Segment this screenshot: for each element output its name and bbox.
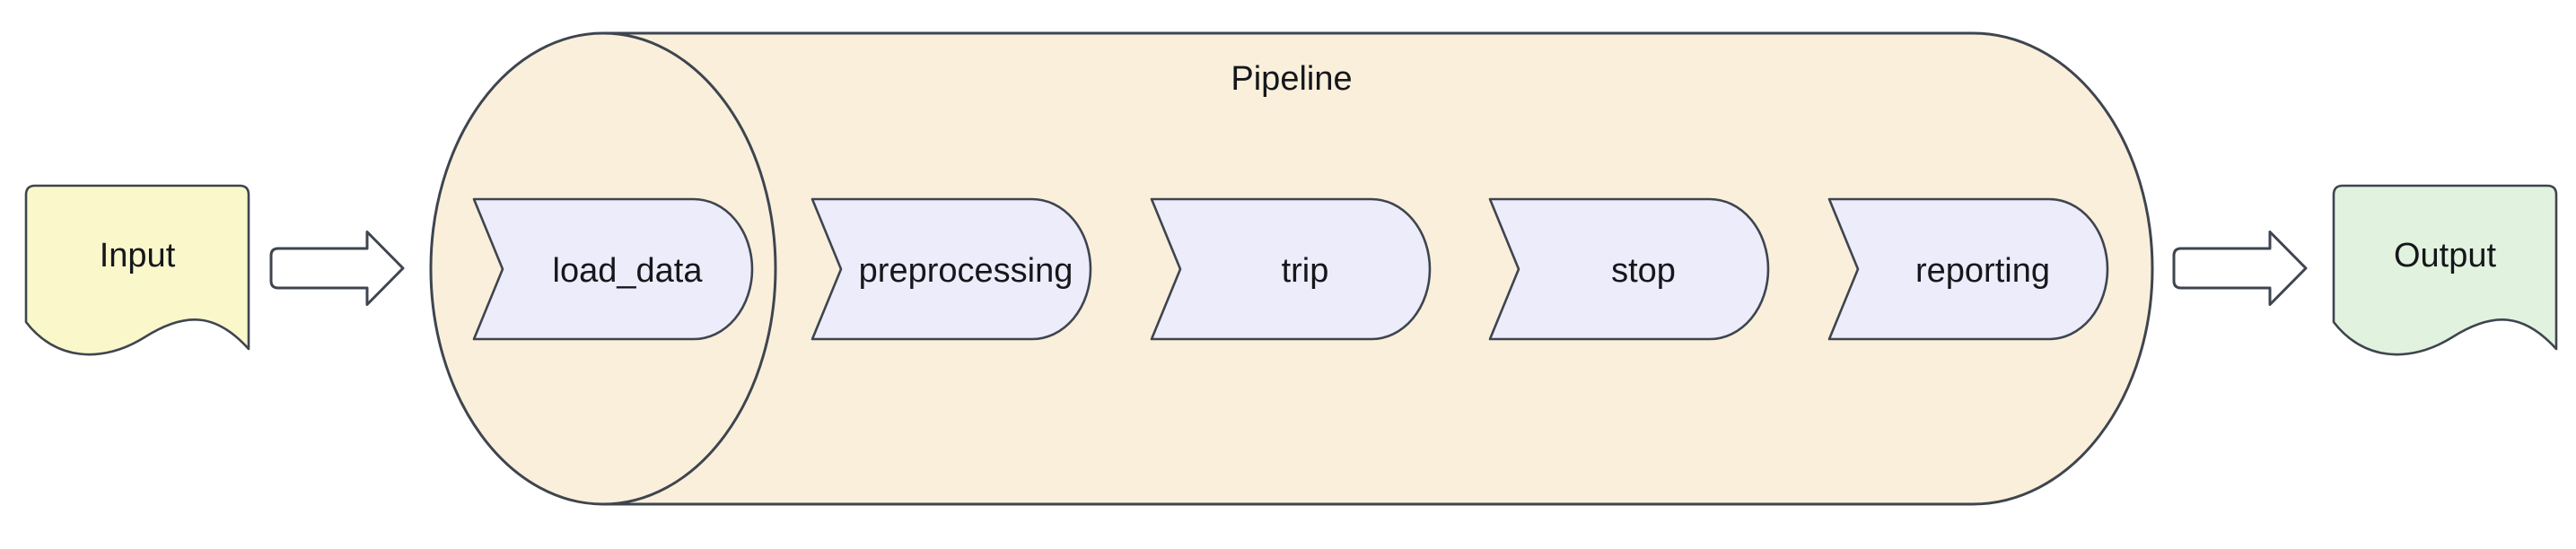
step-label: preprocessing [859, 252, 1073, 290]
step-label: reporting [1915, 252, 2050, 290]
pipeline-step-trip: trip [1150, 197, 1432, 341]
input-label: Input [100, 237, 176, 274]
output-document: Output [2332, 184, 2558, 356]
pipeline-step-preprocessing: preprocessing [810, 197, 1092, 341]
pipeline-step-reporting: reporting [1827, 197, 2109, 341]
pipeline-step-load-data: load_data [472, 197, 754, 341]
step-label: trip [1282, 252, 1329, 290]
right-arrow-icon [269, 231, 405, 306]
connector-input-to-pipeline [269, 231, 405, 306]
input-document: Input [24, 184, 250, 356]
right-arrow-icon [2172, 231, 2308, 306]
pipeline-step-stop: stop [1488, 197, 1770, 341]
step-label: load_data [553, 252, 704, 290]
output-label: Output [2394, 237, 2497, 274]
step-label: stop [1611, 252, 1676, 290]
connector-pipeline-to-output [2172, 231, 2308, 306]
pipeline-label: Pipeline [1231, 60, 1352, 98]
cylinder-body-outline [603, 31, 2154, 506]
